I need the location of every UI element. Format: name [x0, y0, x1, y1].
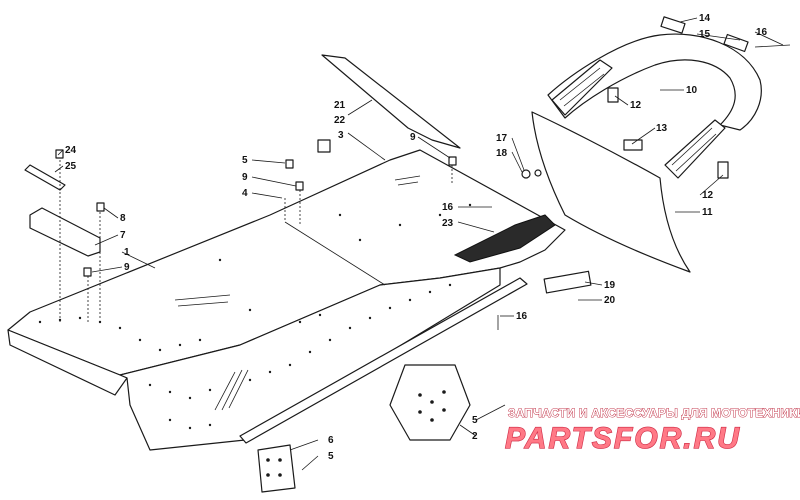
- callout-leaders: [54, 17, 784, 471]
- side-bracket: [29, 207, 101, 257]
- tunnel-side-wall: [119, 267, 501, 451]
- callout-12-lower: 12: [702, 190, 714, 201]
- callout-9-upper: 9: [410, 132, 416, 143]
- callout-24: 24: [65, 145, 77, 156]
- watermark: ЗАПЧАСТИ И АКСЕССУАРЫ ДЛЯ МОТОТЕХНИКИ PA…: [504, 406, 800, 456]
- callout-3: 3: [338, 130, 344, 141]
- reinforcement-strip: [24, 164, 66, 191]
- callout-5-right: 5: [472, 415, 478, 426]
- tunnel-left-flange: [7, 329, 128, 396]
- grip-texture: [559, 67, 717, 172]
- callout-9-mid: 9: [242, 172, 248, 183]
- reflector-14: [660, 16, 686, 34]
- callout-8: 8: [120, 213, 126, 224]
- deck-texture-line: [397, 181, 419, 186]
- slide-rail-rod: [239, 277, 528, 444]
- callout-9-left: 9: [124, 262, 130, 273]
- callout-2: 2: [472, 431, 478, 442]
- callout-5-bottom: 5: [328, 451, 334, 462]
- callout-21: 21: [334, 100, 346, 111]
- tunnel-rear-dark-section: [453, 214, 556, 263]
- callout-16-lower: 16: [516, 311, 528, 322]
- callout-15: 15: [699, 29, 711, 40]
- callout-10: 10: [686, 85, 698, 96]
- rear-bumper-frame: [547, 33, 762, 131]
- bumper-grip-right: [664, 119, 726, 179]
- watermark-brand: PARTSFOR.RU: [505, 422, 741, 455]
- clip-12-upper: [607, 87, 619, 103]
- side-vent-hatching: [214, 369, 249, 411]
- fastener-8: [96, 202, 105, 212]
- nut-17: [521, 169, 531, 179]
- fastener-5: [285, 159, 294, 169]
- watermark-subtitle: ЗАПЧАСТИ И АКСЕССУАРЫ ДЛЯ МОТОТЕХНИКИ: [508, 406, 800, 420]
- rear-bumper: [547, 33, 762, 179]
- fastener-9: [295, 181, 304, 191]
- callout-19: 19: [604, 280, 616, 291]
- fastener-9-left: [83, 267, 92, 277]
- callout-4: 4: [242, 188, 248, 199]
- callout-22: 22: [334, 115, 346, 126]
- callout-25: 25: [65, 161, 77, 172]
- callout-16-mid: 16: [442, 202, 454, 213]
- rivet-holes: [38, 203, 472, 430]
- deck-texture-line: [394, 175, 421, 181]
- deck-seam-line: [284, 221, 386, 286]
- fastener-9-upper: [448, 156, 457, 166]
- callout-14: 14: [699, 13, 711, 24]
- mounting-guide-lines: [59, 160, 453, 322]
- callout-17: 17: [496, 133, 508, 144]
- deck-texture-line: [174, 294, 231, 301]
- washer-18: [534, 169, 542, 177]
- bumper-grip-left: [551, 59, 613, 116]
- callout-18: 18: [496, 148, 508, 159]
- callout-13: 13: [656, 123, 668, 134]
- plate-holes: [266, 390, 446, 477]
- reflector-19: [543, 270, 592, 294]
- mounting-plate-6: [257, 444, 296, 493]
- callout-16-top: 16: [756, 27, 768, 38]
- deck-texture-line: [177, 301, 229, 307]
- callout-1: 1: [124, 247, 130, 258]
- clip-12-lower: [717, 161, 729, 179]
- tunnel-assembly: [7, 149, 566, 451]
- callout-12-upper: 12: [630, 100, 642, 111]
- callout-6: 6: [328, 435, 334, 446]
- callout-7: 7: [120, 230, 126, 241]
- rear-snow-flap: [531, 111, 691, 273]
- bolt-16-shaft: [754, 44, 791, 48]
- callout-labels: 24 25 8 7 1 9 5 9 4 21 22 3 9 16 23 17 1…: [65, 13, 768, 462]
- callout-23: 23: [442, 218, 454, 229]
- callout-20: 20: [604, 295, 616, 306]
- snow-flap-panel: [321, 54, 461, 149]
- callout-5-upper: 5: [242, 155, 248, 166]
- mounting-plate-2: [389, 364, 471, 441]
- flap-decal: [317, 139, 331, 153]
- bracket-13: [623, 139, 643, 151]
- callout-11: 11: [702, 207, 713, 218]
